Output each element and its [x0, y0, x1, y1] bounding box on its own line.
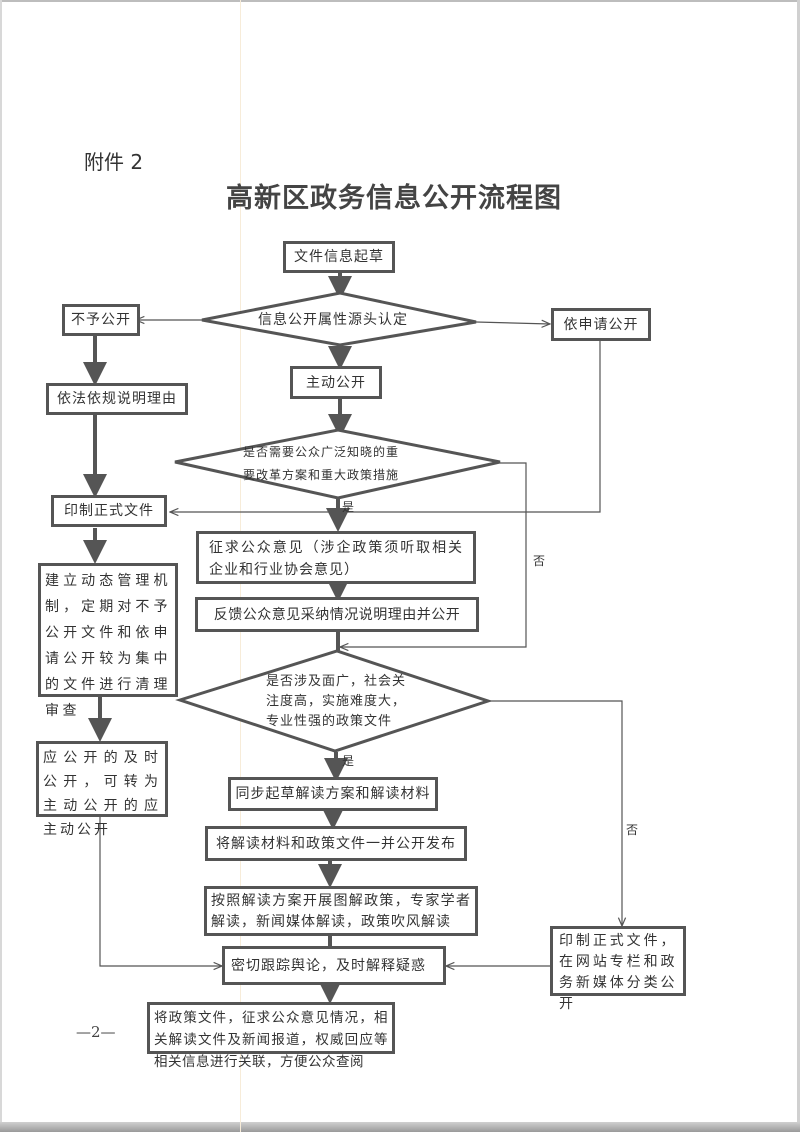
decision-impact-line-1: 是否涉及面广，社会关: [266, 674, 407, 689]
node-dynamic-mgmt: 建立动态管理机制，定期对不予公开文件和依申请公开较为集中的文件进行清理审查: [38, 563, 178, 719]
decision-impact-line-3: 专业性强的政策文件: [266, 714, 393, 729]
node-active-public: 主动公开: [290, 366, 382, 399]
edge-source-to-on-request: [475, 322, 550, 324]
node-draft: 文件信息起草: [283, 241, 395, 273]
page-number: —2—: [76, 1023, 116, 1041]
attachment-label: 附件 2: [84, 150, 144, 174]
node-track-opinion: 密切跟踪舆论，及时解释疑惑: [222, 946, 446, 985]
node-interpret-activities: 按照解读方案开展图解政策，专家学者解读，新闻媒体解读，政策吹风解读: [204, 886, 478, 936]
decision-impact-line-2: 注度高，实施难度大，: [266, 694, 407, 709]
decision-source-text: 信息公开属性源头认定: [258, 312, 408, 328]
node-feedback: 反馈公众意见采纳情况说明理由并公开: [195, 597, 479, 632]
decision-major-line-2: 要改革方案和重大政策措施: [243, 468, 400, 482]
node-on-request: 依申请公开: [551, 308, 651, 341]
node-link-info: 将政策文件，征求公众意见情况，相关解读文件及新闻报道，权威回应等相关信息进行关联…: [147, 1002, 395, 1070]
node-print-formal: 印制正式文件: [51, 495, 167, 527]
document-title: 高新区政务信息公开流程图: [226, 183, 562, 214]
decision-major-shape: [174, 428, 501, 500]
page-edge: [0, 1122, 800, 1132]
page-edge: [0, 0, 800, 2]
node-convert-public: 应公开的及时公开，可转为主动公开的应主动公开: [36, 741, 168, 838]
edge-major-no: [340, 462, 527, 647]
node-not-public: 不予公开: [62, 304, 140, 336]
edge-label-no: 否: [626, 823, 639, 837]
edge-label-yes: 是: [342, 754, 355, 768]
node-print-publish-web: 印制正式文件，在网站专栏和政务新媒体分类公开: [550, 926, 686, 1012]
node-solicit-opinion: 征求公众意见（涉企政策须听取相关企业和行业协会意见）: [196, 531, 476, 584]
node-publish-together: 将解读材料和政策文件一并公开发布: [205, 826, 467, 861]
edge-on-request-to-print: [170, 340, 601, 512]
page-edge: [797, 0, 800, 1132]
edge-label-no: 否: [533, 554, 546, 568]
edge-convert-to-track: [99, 816, 222, 966]
edge-impact-no: [488, 700, 622, 926]
page-edge: [0, 0, 2, 1132]
decision-major-line-1: 是否需要公众广泛知晓的重: [243, 445, 400, 459]
edge-label-yes: 是: [342, 500, 355, 514]
node-draft-interpretation: 同步起草解读方案和解读材料: [228, 777, 438, 811]
node-explain-reason: 依法依规说明理由: [46, 383, 188, 415]
